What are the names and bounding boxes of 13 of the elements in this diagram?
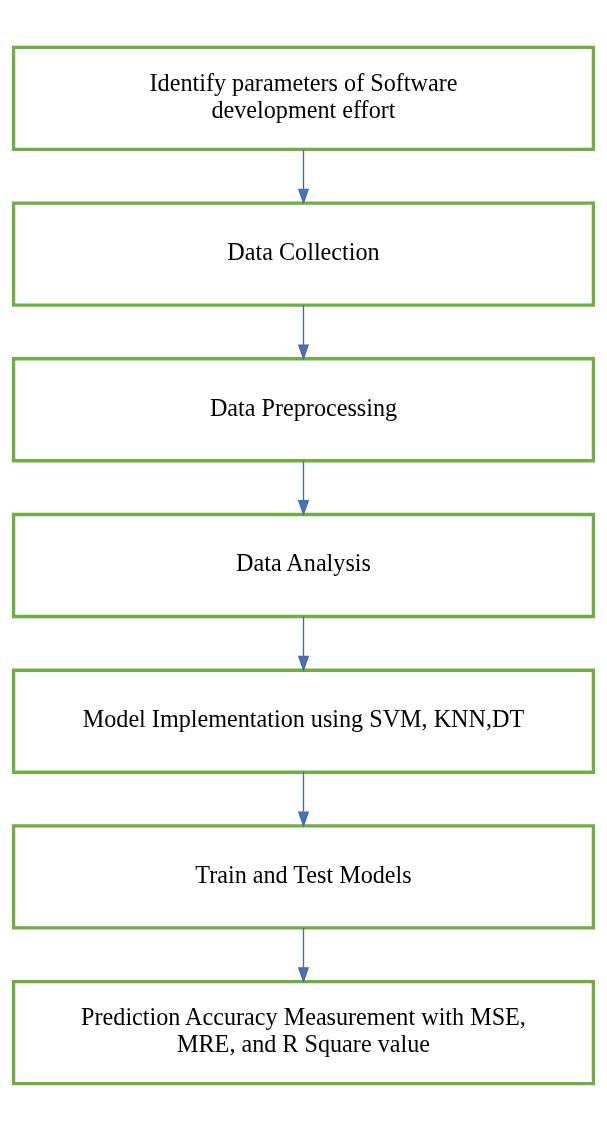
arrow bbox=[297, 927, 310, 984]
node-box: Prediction Accuracy Measurement with MSE, MRE, and R Square value bbox=[11, 979, 596, 1086]
arrow bbox=[297, 148, 310, 205]
node-box: Train and Test Models bbox=[11, 824, 596, 930]
node-box: Data Collection bbox=[11, 201, 596, 307]
arrow bbox=[297, 304, 310, 361]
node-box: Identify parameters of Software development effort bbox=[11, 45, 596, 152]
arrow bbox=[297, 615, 310, 672]
node-box: Data Analysis bbox=[11, 512, 596, 619]
arrow bbox=[297, 771, 310, 828]
arrow bbox=[297, 460, 310, 517]
node-box: Data Preprocessing bbox=[11, 357, 596, 463]
node-box: Model Implementation using SVM, KNN,DT bbox=[11, 668, 596, 774]
